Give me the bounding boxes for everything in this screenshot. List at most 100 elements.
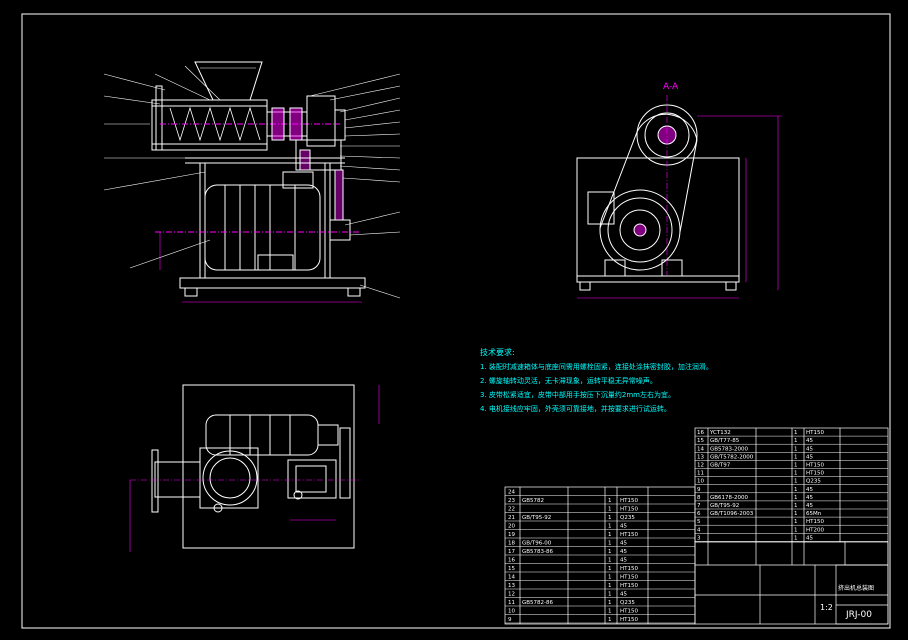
drawing-title: 挤出机总装图 (838, 584, 874, 592)
bom-cell: 45 (620, 558, 627, 564)
bom-cell: 1 (794, 527, 798, 533)
note-item: 1. 装配时减速箱体与底座间需用螺栓固紧，连接处涂抹密封胶，加注润滑。 (480, 363, 713, 371)
bom-cell: HT150 (620, 617, 638, 623)
bom-cell: 15 (697, 438, 704, 444)
bom-cell: 10 (697, 479, 704, 485)
bom-cell: 24 (508, 490, 515, 496)
bom-cell: 14 (508, 575, 515, 581)
note-item: 4. 电机接线应牢固，外壳须可靠接地，并按要求进行试运转。 (480, 405, 671, 413)
bom-cell: Q235 (620, 600, 635, 606)
bom-cell: 1 (608, 549, 612, 555)
bom-cell: 65Mn (806, 511, 822, 517)
bom-cell: GB5783-86 (522, 549, 554, 555)
bom-cell: 12 (697, 463, 704, 469)
bom-cell: HT150 (620, 507, 638, 513)
bom-cell: 45 (620, 541, 627, 547)
bom-cell: 1 (794, 503, 798, 509)
bom-cell: 45 (806, 487, 813, 493)
title-block (504, 427, 889, 625)
side-view (576, 95, 782, 299)
bom-cell: 45 (620, 592, 627, 598)
bom-cell: 1 (794, 487, 798, 493)
bom-cell: 1 (608, 558, 612, 564)
bom-cell: 1 (794, 463, 798, 469)
bom-cell: 8 (697, 495, 701, 501)
bom-cell: 1 (608, 566, 612, 572)
note-item: 3. 皮带松紧适宜，皮带中部用手按压下沉量约2mm左右为宜。 (480, 391, 675, 399)
bom-cell: 1 (608, 507, 612, 513)
bom-cell: 16 (697, 430, 704, 436)
bom-cell: GB5782-86 (522, 600, 554, 606)
drawing-border (21, 13, 891, 629)
bom-cell: GB/T77-85 (710, 438, 740, 444)
bom-cell: GB/T96-00 (522, 541, 552, 547)
drawing-scale: 1:2 (820, 603, 833, 612)
bom-cell: 1 (794, 479, 798, 485)
bom-cell: 9 (697, 487, 701, 493)
bom-cell: 1 (794, 519, 798, 525)
bom-cell: 45 (806, 454, 813, 460)
bom-cell: 1 (794, 454, 798, 460)
bom-cell: 1 (608, 575, 612, 581)
section-label: A-A (663, 82, 679, 92)
drawing-number: JRJ-00 (845, 610, 872, 620)
bom-cell: 1 (794, 438, 798, 444)
bom-cell: 12 (508, 592, 515, 598)
bom-cell: GB/T1096-2003 (710, 511, 754, 517)
bom-cell: 5 (697, 519, 701, 525)
bom-cell: GB/T95-92 (710, 503, 739, 509)
bom-cell: Q235 (620, 515, 635, 521)
bom-cell: 14 (697, 446, 704, 452)
notes-title: 技术要求: (480, 348, 515, 357)
bom-cell: 1 (794, 446, 798, 452)
bom-cell: 45 (806, 438, 813, 444)
bom-cell: 1 (608, 532, 612, 538)
bom-cell: 22 (508, 507, 515, 513)
bom-cell: GB6178-2000 (710, 495, 749, 501)
bom-cell: 1 (608, 600, 612, 606)
bom-cell: 3 (697, 535, 701, 541)
bom-cell: HT150 (620, 532, 638, 538)
bom-cell: YCT132 (709, 430, 731, 436)
bom-cell: 20 (508, 524, 515, 530)
bom-cell: 1 (794, 471, 798, 477)
bom-cell: 16 (508, 558, 515, 564)
bom-cell: 7 (697, 503, 701, 509)
bom-cell: 21 (508, 515, 515, 521)
bom-cell: HT150 (806, 471, 824, 477)
bom-cell: 1 (608, 609, 612, 615)
bom-cell: HT150 (620, 498, 638, 504)
bom-cell: Q235 (806, 479, 821, 485)
bom-cell: 1 (794, 535, 798, 541)
bom-cell: GB/T97 (710, 463, 731, 469)
bom-cell: HT150 (806, 430, 824, 436)
bom-cell: 23 (508, 498, 515, 504)
bom-cell: 10 (508, 609, 515, 615)
bom-cell: 19 (508, 532, 515, 538)
bom-cell: HT150 (620, 566, 638, 572)
bom-cell: 45 (620, 549, 627, 555)
bom-cell: HT150 (620, 609, 638, 615)
bom-cell: 45 (806, 535, 813, 541)
bom-cell: 1 (794, 495, 798, 501)
bom-cell: 13 (697, 454, 704, 460)
bom-cell: 45 (806, 446, 813, 452)
bom-cell: 45 (620, 524, 627, 530)
bom-cell: 17 (508, 549, 515, 555)
bom-cell: 1 (608, 583, 612, 589)
front-view (103, 61, 401, 303)
technical-notes: 技术要求: 1. 装配时减速箱体与底座间需用螺栓固紧，连接处涂抹密封胶，加注润滑… (480, 346, 713, 416)
bom-cell: 45 (806, 503, 813, 509)
bom-cell: HT150 (806, 519, 824, 525)
bom-cell: 6 (697, 511, 701, 517)
top-view (129, 384, 380, 552)
bom-cell: HT150 (620, 583, 638, 589)
bom-cell: 11 (697, 471, 704, 477)
note-item: 2. 螺旋轴转动灵活，无卡滞现象，运转平稳无异常噪声。 (480, 377, 657, 385)
bom-cell: HT150 (806, 463, 824, 469)
bom-cell: GB5782 (522, 498, 544, 504)
bom-cell: 4 (697, 527, 701, 533)
